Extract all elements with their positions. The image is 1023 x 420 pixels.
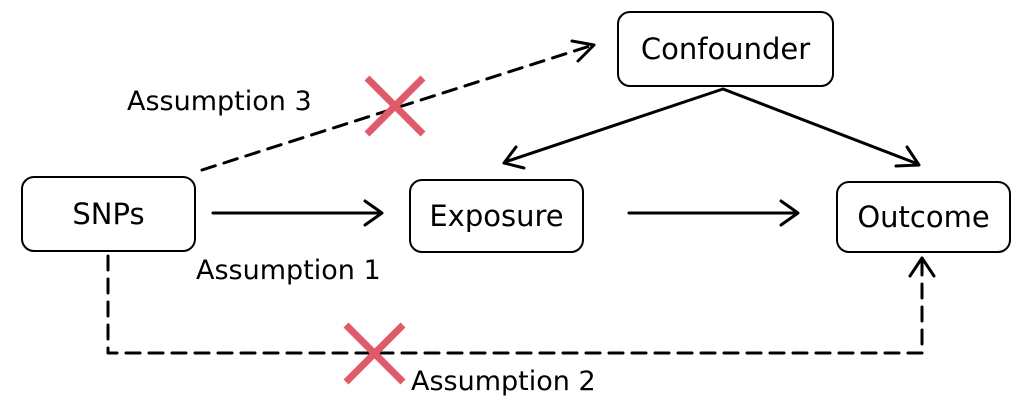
arrowhead-snps-confounder [570,39,596,63]
node-snps-label: SNPs [72,197,145,231]
cross-mark-assumption-2 [343,322,406,385]
node-exposure: Exposure [409,179,584,253]
arrowhead-snps-exposure [363,199,384,227]
edge-snps-confounder [200,43,595,172]
assumption-1-label: Assumption 1 [196,255,381,286]
assumption-3-label: Assumption 3 [127,86,312,117]
node-confounder: Confounder [617,11,834,87]
arrowhead-snps-outcome [908,256,936,278]
node-snps: SNPs [21,176,196,252]
edge-confounder-outcome [721,87,920,166]
node-exposure-label: Exposure [429,199,564,233]
arrowhead-exposure-outcome [779,199,800,227]
node-confounder-label: Confounder [640,32,811,66]
node-outcome-label: Outcome [857,200,990,234]
arrowhead-confounder-outcome [894,145,921,168]
arrowhead-confounder-exposure [502,145,526,170]
assumption-2-label: Assumption 2 [411,366,596,397]
node-outcome: Outcome [836,181,1011,253]
edge-confounder-exposure [503,87,725,164]
edge-snps-outcome [106,254,924,355]
cross-mark-assumption-3 [364,75,426,137]
